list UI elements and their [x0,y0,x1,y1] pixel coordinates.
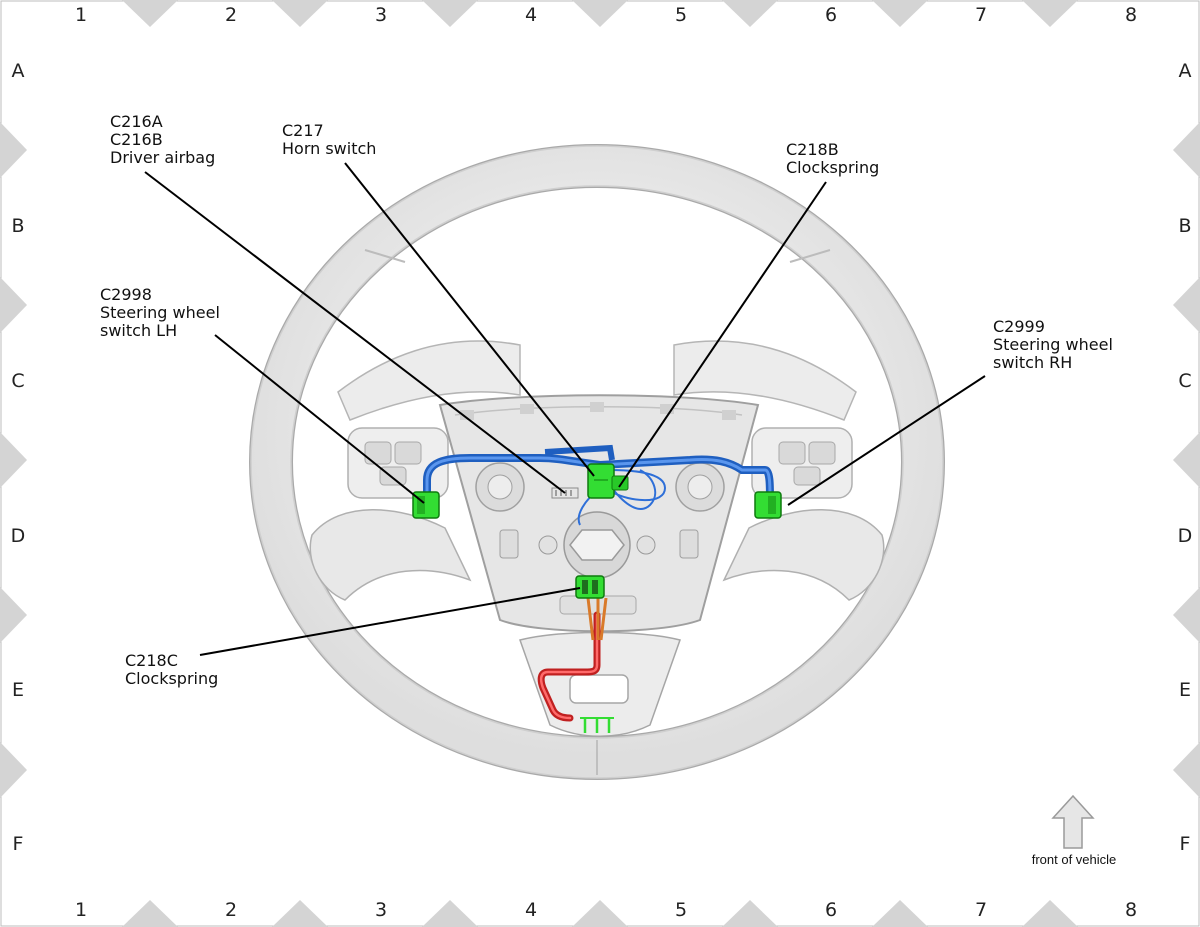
front-of-vehicle-indicator: front of vehicle [1032,794,1117,867]
row-labels-left: A B C D E F [11,60,26,855]
leader-driver-airbag [144,171,566,494]
row-label: B [1178,215,1191,237]
callout-switch-rh: C2999 Steering wheel switch RH [993,317,1118,372]
column-label: 2 [225,4,237,26]
column-label: 6 [825,899,837,921]
leader-switch-lh [214,334,425,504]
callout-line: C216A [110,112,163,131]
callout-clockspring-c: C218C Clockspring [125,651,218,688]
callout-line: switch LH [100,321,177,340]
row-label: D [1178,525,1193,547]
row-labels-right: A B C D E F [1178,60,1193,855]
front-of-vehicle-label: front of vehicle [1032,852,1117,867]
callout-switch-lh: C2998 Steering wheel switch LH [100,285,225,340]
leader-clockspring-b [618,181,827,488]
column-label: 8 [1125,899,1137,921]
column-label: 3 [375,899,387,921]
callout-line: C218B [786,140,839,159]
lower-left-spoke [309,509,472,601]
column-label: 7 [975,4,987,26]
column-labels-bottom: 1 2 3 4 5 6 7 8 [75,899,1137,921]
column-label: 5 [675,4,687,26]
callout-line: C2999 [993,317,1045,336]
row-label: D [11,525,26,547]
callout-line: Steering wheel [993,335,1113,354]
harness-orange [586,597,608,641]
row-label: A [12,60,25,82]
leader-clockspring-c [199,587,581,656]
row-label: F [1180,833,1191,855]
connectors [412,463,782,733]
callout-line: Clockspring [125,669,218,688]
callout-driver-airbag: C216A C216B Driver airbag [110,112,215,167]
leader-switch-rh [787,375,986,506]
callout-line: C218C [125,651,178,670]
upper-right-spoke [673,340,857,421]
column-label: 1 [75,899,87,921]
lower-right-spoke [722,509,885,601]
row-label: C [1178,370,1191,392]
upper-left-spoke [337,340,521,421]
column-label: 3 [375,4,387,26]
callout-line: Steering wheel [100,303,220,322]
callout-line: switch RH [993,353,1072,372]
column-label: 7 [975,899,987,921]
column-label: 2 [225,899,237,921]
column-label: 4 [525,4,537,26]
callout-line: Horn switch [282,139,376,158]
row-label: B [11,215,24,237]
connector-c218c [575,575,605,599]
callout-line: C2998 [100,285,152,304]
connector-pins-bottom [580,717,614,733]
column-label: 6 [825,4,837,26]
column-label: 1 [75,4,87,26]
column-label: 5 [675,899,687,921]
connector-c2999 [754,491,782,519]
row-label: E [12,679,24,701]
callout-clockspring-b: C218B Clockspring [786,140,879,177]
leader-horn-switch [344,162,595,477]
column-label: 4 [525,899,537,921]
row-label: C [11,370,24,392]
column-label: 8 [1125,4,1137,26]
callout-line: C217 [282,121,324,140]
row-label: E [1179,679,1191,701]
callout-horn-switch: C217 Horn switch [282,121,376,158]
callout-line: Driver airbag [110,148,215,167]
column-labels-top: 1 2 3 4 5 6 7 8 [75,4,1137,26]
connector-c2998 [412,491,440,519]
row-label: A [1179,60,1192,82]
callout-line: C216B [110,130,163,149]
callout-line: Clockspring [786,158,879,177]
steering-wheel [249,144,945,780]
front-arrow-icon [1051,794,1095,849]
row-label: F [13,833,24,855]
leader-lines [144,162,986,656]
